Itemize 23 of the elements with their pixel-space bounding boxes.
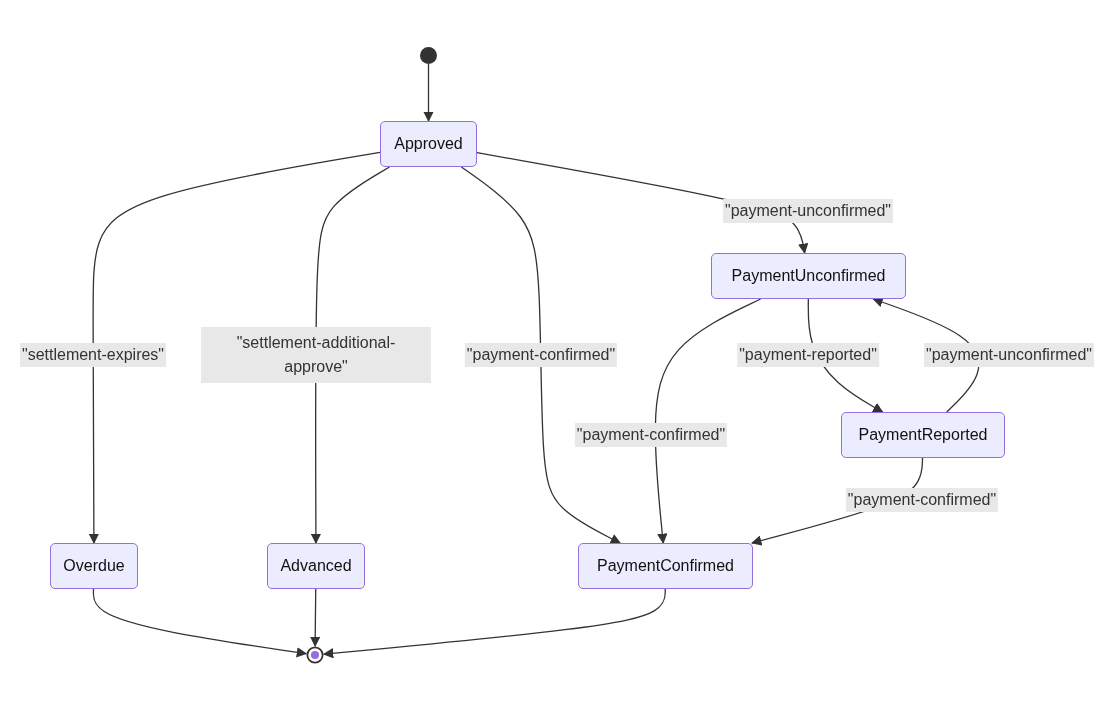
- state-box: PaymentReported: [841, 412, 1005, 458]
- edge-label: "payment-unconfirmed": [722, 199, 894, 223]
- transition-arrow: [310, 588, 321, 648]
- edge-label: "payment-reported": [737, 343, 879, 367]
- edge-label: "payment-confirmed": [464, 343, 618, 367]
- edge-label: "payment-confirmed": [845, 488, 999, 512]
- state-box: PaymentUnconfirmed: [711, 253, 906, 299]
- transition-arrow: [654, 298, 762, 545]
- edge-label: "settlement-expires": [19, 343, 167, 367]
- transition-arrow: [322, 588, 666, 659]
- edge-label: "payment-unconfirmed": [923, 343, 1095, 367]
- transition-arrow: [460, 166, 622, 544]
- state-box: PaymentConfirmed: [578, 543, 753, 589]
- transition-arrow: [88, 151, 381, 545]
- state-box: Approved: [380, 121, 477, 167]
- edge-label: "settlement-additional-approve": [201, 327, 431, 383]
- end-state: [306, 646, 324, 664]
- state-box: Advanced: [267, 543, 365, 589]
- edge-label: "payment-confirmed": [574, 423, 728, 447]
- transition-arrow: [423, 63, 434, 123]
- start-state: [420, 47, 437, 64]
- transition-arrow: [92, 588, 308, 658]
- state-box: Overdue: [50, 543, 138, 589]
